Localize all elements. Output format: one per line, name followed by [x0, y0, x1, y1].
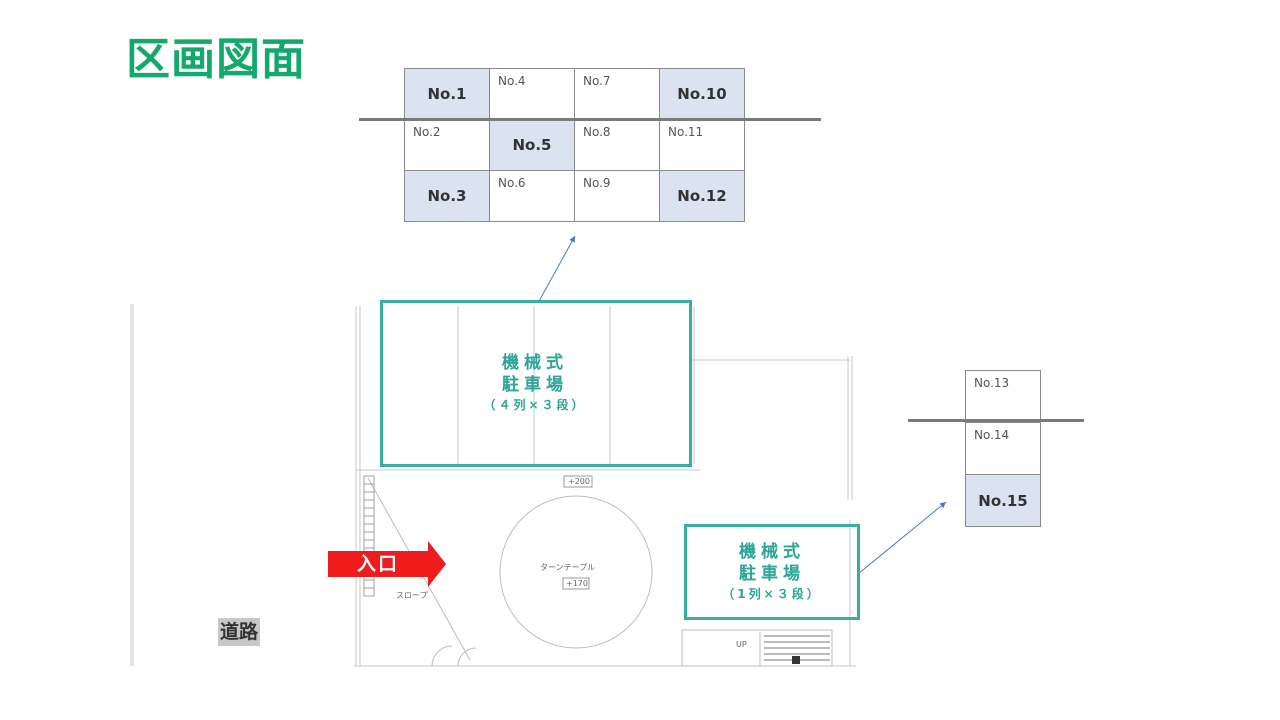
- space-label: No.11: [668, 125, 704, 139]
- parking-space[interactable]: No.10: [659, 68, 745, 120]
- space-label: No.15: [978, 491, 1028, 510]
- space-label: No.2: [413, 125, 441, 139]
- parking-space[interactable]: No.12: [659, 170, 745, 222]
- level-label: +200: [568, 477, 590, 486]
- parking-space[interactable]: No.14: [965, 422, 1041, 475]
- parking-space[interactable]: No.1: [404, 68, 490, 120]
- parking-space[interactable]: No.11: [659, 119, 745, 171]
- mech-parking-large-box[interactable]: [380, 300, 692, 467]
- mech-large-line2: 駐車場: [502, 375, 568, 395]
- parking-space[interactable]: No.9: [574, 170, 660, 222]
- parking-space[interactable]: No.4: [489, 68, 575, 120]
- page-title: 区画図面: [126, 34, 306, 85]
- space-label: No.10: [677, 85, 727, 103]
- mech-parking-small-box[interactable]: [684, 524, 860, 620]
- level-label: +170: [566, 579, 588, 588]
- parking-space[interactable]: No.15: [965, 474, 1041, 527]
- stairs-up-label: UP: [736, 640, 747, 649]
- parking-space[interactable]: No.3: [404, 170, 490, 222]
- space-label: No.12: [677, 187, 727, 205]
- turntable-label: ターンテーブル: [540, 563, 596, 572]
- ground-line-top: [359, 118, 821, 121]
- parking-space[interactable]: No.2: [404, 119, 490, 171]
- space-label: No.7: [583, 74, 611, 88]
- mech-parking-large-label: 機械式 駐車場 （４列×３段）: [440, 352, 630, 414]
- mech-small-line2: 駐車場: [739, 564, 805, 584]
- space-label: No.4: [498, 74, 526, 88]
- mech-large-line3: （４列×３段）: [483, 398, 587, 412]
- entrance-arrow-icon: [328, 541, 446, 587]
- parking-space[interactable]: No.8: [574, 119, 660, 171]
- space-label: No.14: [974, 428, 1010, 442]
- entrance-label: 入口: [356, 553, 399, 575]
- parking-space[interactable]: No.7: [574, 68, 660, 120]
- space-label: No.13: [974, 376, 1010, 390]
- slope-label: スロープ: [396, 591, 428, 600]
- mech-small-line3: （1列×３段）: [722, 587, 822, 601]
- space-label: No.1: [427, 85, 467, 103]
- space-label: No.6: [498, 176, 526, 190]
- parking-space[interactable]: No.13: [965, 370, 1041, 423]
- road-label: 道路: [218, 618, 261, 646]
- space-label: No.8: [583, 125, 611, 139]
- space-label: No.9: [583, 176, 611, 190]
- space-label: No.5: [512, 136, 552, 154]
- space-label: No.3: [427, 187, 467, 205]
- mech-large-line1: 機械式: [502, 353, 568, 373]
- parking-grid-right: No.13 No.14 No.15: [965, 370, 1041, 527]
- mech-parking-small-label: 機械式 駐車場 （1列×３段）: [690, 541, 854, 603]
- parking-space[interactable]: No.6: [489, 170, 575, 222]
- mech-small-line1: 機械式: [739, 542, 805, 562]
- ground-line-right: [908, 419, 1084, 422]
- parking-grid-top: No.1 No.4 No.7 No.10 No.2 No.5 No.8 No.1…: [404, 68, 745, 222]
- parking-space[interactable]: No.5: [489, 119, 575, 171]
